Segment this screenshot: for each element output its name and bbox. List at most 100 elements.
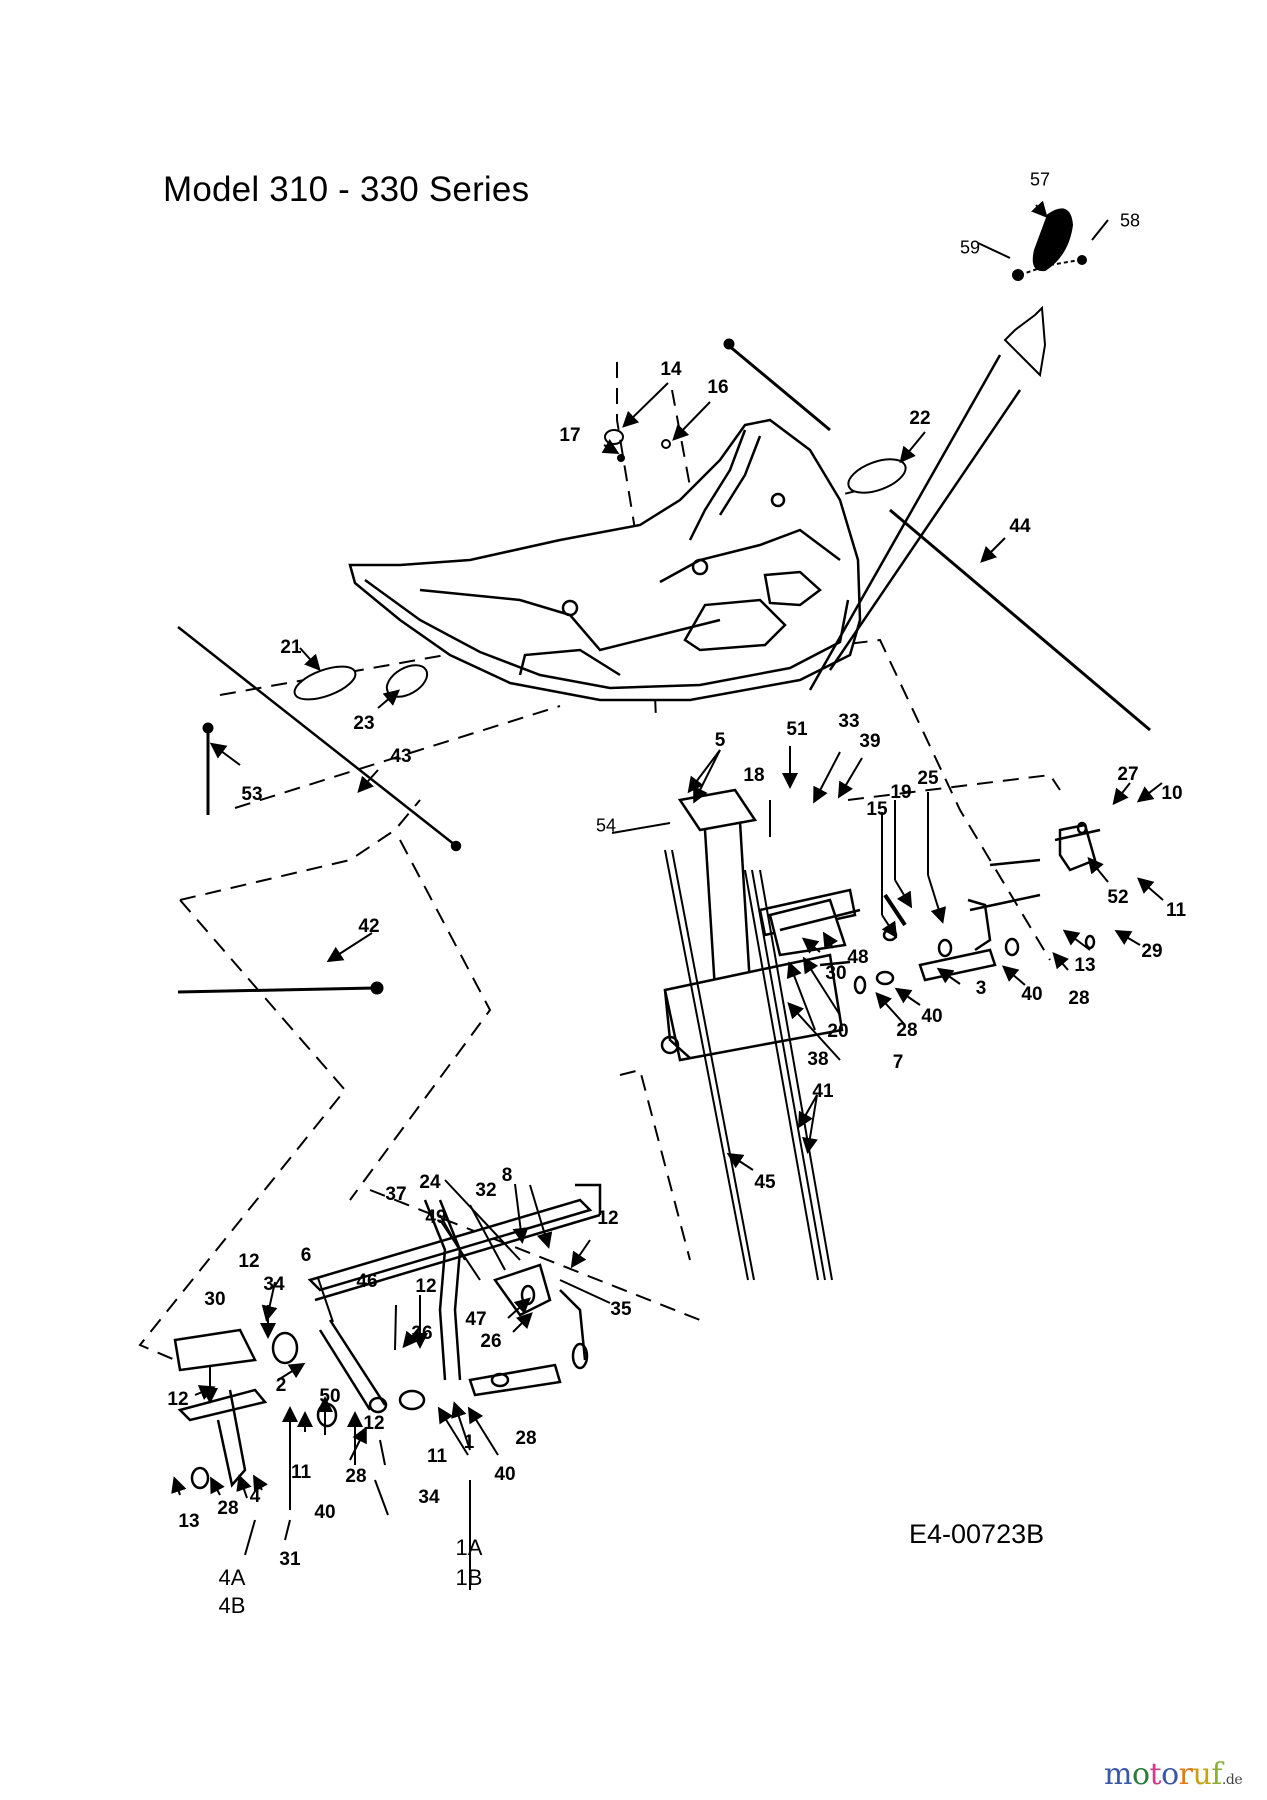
leader-arrows [171,200,1164,1590]
callout-14: 14 [660,359,682,380]
callout-2: 2 [275,1375,287,1396]
callout-37: 37 [385,1184,407,1205]
callout-12: 12 [597,1208,619,1229]
knob-57 [1003,208,1087,378]
callout-20: 20 [827,1021,849,1042]
callout-22: 22 [909,408,931,429]
callout-51: 51 [786,719,808,740]
callout-12: 12 [238,1251,260,1272]
nut-16 [661,439,671,449]
callout-1: 1 [463,1432,475,1453]
watermark-letter: r [1178,1757,1193,1792]
callout-1a: 1A [455,1535,483,1560]
watermark-brand: motoruf [1104,1757,1222,1792]
callout-27: 27 [1117,764,1139,785]
callout-31: 31 [279,1549,301,1570]
cable-44 [723,338,1151,732]
callout-11: 11 [290,1462,312,1483]
callout-26: 26 [480,1331,502,1352]
callout-40: 40 [314,1502,336,1523]
callout-10: 10 [1161,783,1183,804]
callout-16: 16 [707,377,729,398]
callout-36: 36 [411,1323,433,1344]
callout-11: 11 [1165,900,1187,921]
cable-rods-upper-right [808,354,1022,691]
callout-45: 45 [754,1172,776,1193]
callout-34: 34 [263,1274,285,1295]
nut-17 [617,454,625,462]
watermark-letter: m [1104,1757,1132,1792]
callout-12: 12 [167,1389,189,1410]
watermark-logo: motoruf.de [1104,1757,1243,1792]
long-rods-41-45 [664,849,833,1281]
callout-25: 25 [917,768,939,789]
callout-29: 29 [1141,941,1163,962]
callout-4: 4 [249,1486,261,1507]
callout-6: 6 [300,1245,312,1266]
watermark-letter: o [1161,1757,1179,1792]
callout-1b: 1B [455,1565,483,1590]
callout-15: 15 [866,799,888,820]
callout-53: 53 [241,784,263,805]
callout-35: 35 [610,1299,632,1320]
callout-34: 34 [418,1487,440,1508]
callout-18: 18 [743,765,765,786]
callout-48: 48 [847,947,869,968]
right-shafts [819,821,1101,995]
callout-28: 28 [1068,988,1090,1009]
diagram-title: Model 310 - 330 Series [163,170,530,209]
callout-5: 5 [714,730,726,751]
callout-7: 7 [892,1052,904,1073]
steering-column [660,788,861,1062]
callout-28: 28 [896,1020,918,1041]
callout-30: 30 [204,1289,226,1310]
callout-8: 8 [501,1165,513,1186]
callout-12: 12 [415,1276,437,1297]
rod-42 [177,981,384,995]
callout-28: 28 [515,1428,537,1449]
callout-19: 19 [890,782,912,803]
callout-4b: 4B [218,1593,246,1618]
drawing-code: E4-00723B [909,1519,1045,1549]
callout-40: 40 [1021,984,1043,1005]
watermark-tld: .de [1221,1772,1243,1788]
callout-44: 44 [1009,516,1031,537]
callout-21: 21 [280,637,302,658]
callout-43: 43 [390,746,412,767]
callout-28: 28 [217,1498,239,1519]
callout-58: 58 [1119,210,1141,231]
callout-54: 54 [595,815,617,836]
callout-13: 13 [178,1511,200,1532]
callout-17: 17 [559,425,581,446]
watermark-letter: u [1192,1757,1212,1792]
cap-14 [604,429,624,445]
callout-32: 32 [475,1180,497,1201]
watermark-letter: o [1131,1757,1150,1792]
callout-3: 3 [975,978,987,999]
watermark-letter: f [1211,1757,1222,1792]
callout-50: 50 [319,1386,341,1407]
callout-40: 40 [494,1464,516,1485]
handle-22 [847,458,907,494]
callout-11: 11 [426,1446,448,1467]
callout-30: 30 [825,963,847,984]
callout-41: 41 [812,1081,834,1102]
rod-53 [202,722,214,815]
callout-24: 24 [419,1172,441,1193]
callout-40: 40 [921,1006,943,1027]
dash-panel [348,418,862,702]
callout-59: 59 [959,237,981,258]
callout-23: 23 [353,713,375,734]
callout-42: 42 [358,916,380,937]
callout-49: 49 [425,1207,447,1228]
callout-39: 39 [859,731,881,752]
callout-52: 52 [1107,887,1129,908]
callout-57: 57 [1029,169,1051,190]
watermark-letter: t [1149,1757,1162,1792]
callout-4a: 4A [218,1565,246,1590]
callout-46: 46 [356,1271,378,1292]
callout-38: 38 [807,1049,829,1070]
callout-13: 13 [1074,955,1096,976]
